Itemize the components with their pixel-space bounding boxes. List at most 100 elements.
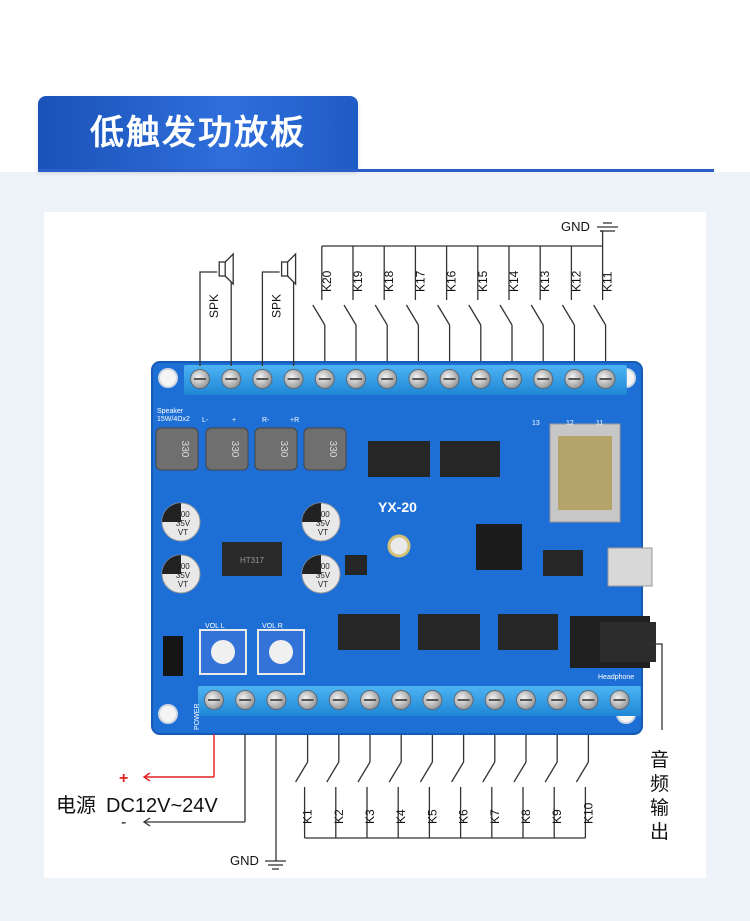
top-key-switch — [468, 304, 482, 326]
top-key-label: K14 — [507, 270, 521, 292]
top-key-label: K20 — [320, 270, 334, 292]
capacitor-label: 100 — [176, 510, 190, 519]
inductor-label: 330 — [229, 441, 240, 458]
silk-power: POWER — [194, 704, 201, 730]
top-key-label: K11 — [601, 271, 615, 292]
speaker-wire-left — [199, 271, 218, 366]
gnd-top-label: GND — [561, 219, 590, 234]
audio-out-char-3: 输 — [650, 797, 669, 819]
speaker-label: SPK — [269, 294, 283, 318]
bottom-key-label: K3 — [363, 809, 377, 824]
top-key-label: K17 — [413, 270, 427, 292]
audio-out-char-1: 音 — [650, 749, 669, 771]
bottom-key-label: K5 — [425, 809, 439, 824]
capacitor-label: 100 — [316, 510, 330, 519]
gnd-top: GND — [561, 219, 618, 234]
top-key-switch — [499, 304, 513, 326]
top-key-label: K13 — [538, 270, 552, 292]
bottom-terminal-block — [198, 686, 641, 716]
top-key-label: K15 — [476, 270, 490, 292]
top-key-switch — [312, 304, 326, 326]
bottom-key-label: K8 — [519, 809, 533, 824]
amp-chip: HT317 — [222, 542, 282, 576]
title-banner: 低触发功放板 — [38, 96, 358, 171]
bottom-key-label: K1 — [301, 809, 315, 824]
bottom-key-switch — [388, 761, 402, 783]
power-switch — [163, 636, 183, 676]
silk-vol-l: VOL L — [205, 623, 225, 630]
capacitor-label: 35V — [316, 519, 331, 528]
top-terminal-body — [184, 365, 627, 395]
capacitor-label: VT — [318, 580, 328, 589]
speaker-icon-body — [280, 261, 289, 277]
amp-chip-label: HT317 — [240, 556, 265, 565]
inductor — [155, 427, 199, 471]
bottom-key-switch — [326, 761, 340, 783]
volume-pots — [199, 629, 305, 675]
usb-port — [607, 547, 653, 587]
gnd-bottom: GND — [230, 853, 286, 870]
audio-out-char-4: 出 — [650, 821, 669, 843]
capacitor-label: 35V — [316, 571, 331, 580]
gnd-bottom-label: GND — [230, 853, 259, 868]
inductor-label: 330 — [327, 441, 338, 458]
capacitor-stripe — [162, 503, 181, 522]
inductor — [205, 427, 249, 471]
silkscreen: Speaker 15W/4Ωx2 L- + R- +R 13 12 11 VOL… — [157, 408, 634, 730]
top-key-switch — [437, 304, 451, 326]
capacitor-stripe — [162, 555, 181, 574]
bottom-key-label: K2 — [332, 809, 346, 824]
top-key-label: K19 — [351, 270, 365, 292]
silk-pin-r-minus: R- — [262, 417, 270, 424]
power-input: + - 电源 DC12V~24V — [56, 734, 246, 831]
silk-pin-12: 12 — [566, 420, 574, 427]
inductor-label: 330 — [179, 441, 190, 458]
bottom-key-label: K6 — [457, 809, 471, 824]
power-spec: DC12V~24V — [106, 795, 218, 817]
capacitor-label: 100 — [316, 562, 330, 571]
top-key-switch — [374, 304, 388, 326]
page-title: 低触发功放板 — [90, 113, 306, 153]
speaker-wire-left — [261, 271, 280, 366]
board-model-label: YX-20 — [378, 499, 417, 515]
bottom-key-switch — [295, 761, 309, 783]
speakers: SPK SPK — [199, 252, 297, 366]
audio-output: 音 频 输 出 — [650, 643, 669, 843]
bottom-key-label: K4 — [394, 809, 408, 824]
speaker-label: SPK — [207, 294, 221, 318]
top-key-label: K12 — [569, 270, 583, 292]
power-plus-label: + — [119, 770, 128, 787]
bottom-key-switch — [482, 761, 496, 783]
speaker-icon-body — [218, 261, 226, 277]
bottom-key-switch — [419, 761, 433, 783]
audio-out-char-2: 频 — [650, 773, 669, 795]
bottom-terminal-body — [198, 686, 641, 716]
bottom-key-switch — [544, 761, 558, 783]
power-label: 电源 — [56, 794, 96, 817]
silk-headphone: Headphone — [598, 674, 634, 681]
speaker-icon-cone — [224, 252, 234, 286]
bottom-key-switch — [513, 761, 527, 783]
capacitor-label: 35V — [176, 571, 191, 580]
title-underline — [38, 169, 714, 172]
silk-speaker: Speaker — [157, 408, 184, 415]
capacitor-label: VT — [178, 580, 188, 589]
bottom-key-label: K10 — [581, 802, 595, 824]
capacitor-label: 100 — [176, 562, 190, 571]
top-key-label: K18 — [382, 270, 396, 292]
silk-pin-l-plus: + — [232, 417, 236, 424]
bottom-key-switch — [451, 761, 465, 783]
top-terminal-block — [184, 365, 627, 395]
inductor — [254, 427, 298, 471]
capacitor-label: VT — [178, 528, 188, 537]
bottom-key-switch — [357, 761, 371, 783]
headphone-jack — [570, 616, 656, 668]
top-key-switch — [343, 304, 357, 326]
capacitor-label: 35V — [176, 519, 191, 528]
top-key-switch — [561, 304, 575, 326]
top-key-switch — [593, 304, 607, 326]
capacitor-stripe — [302, 503, 321, 522]
